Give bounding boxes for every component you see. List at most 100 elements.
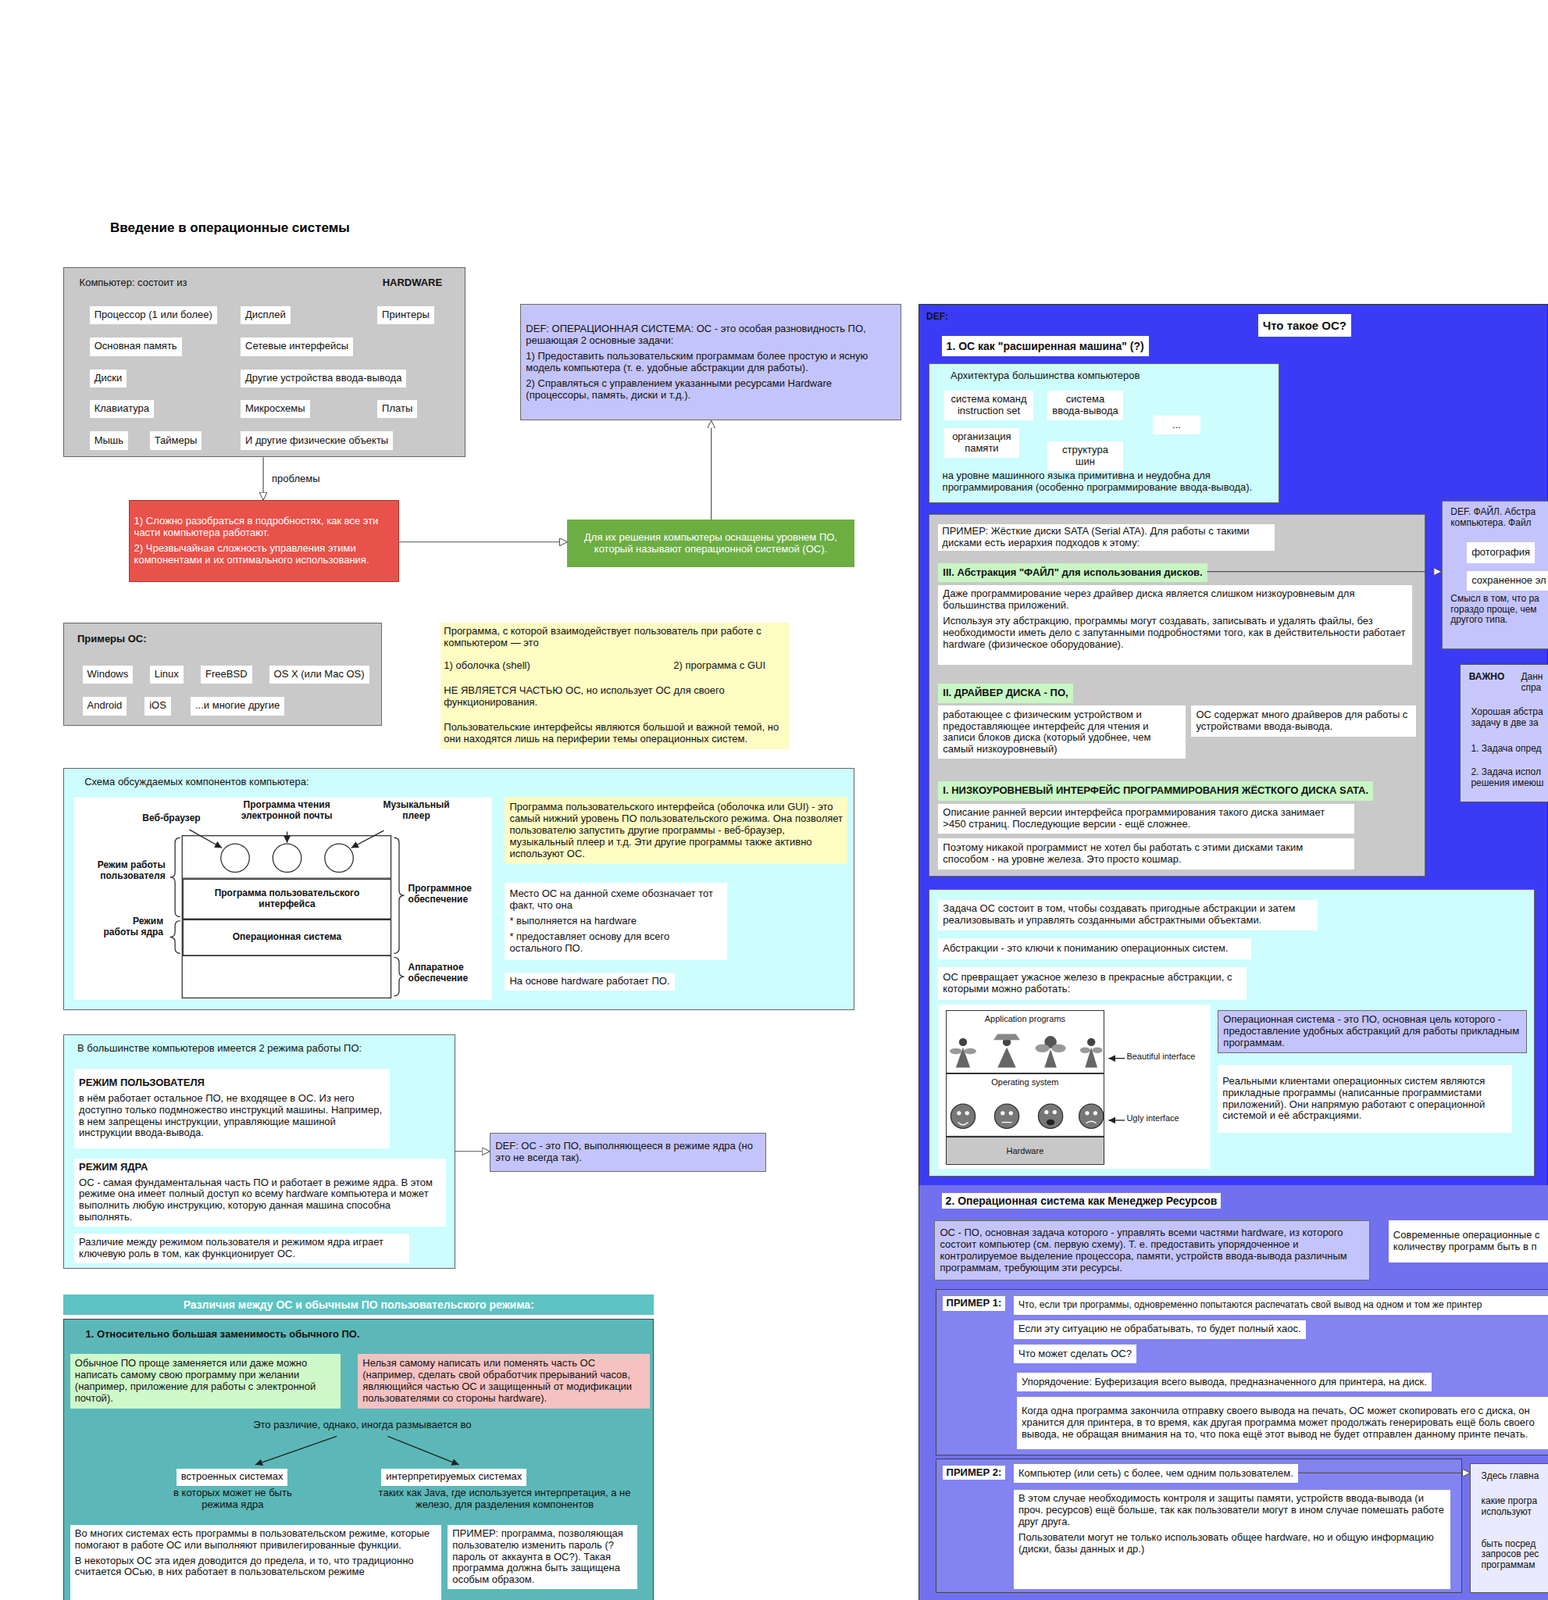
section-box: 1. Относительно большая заменимость обыч… [63,1318,654,1600]
annotation-label: Режим работы ядра [97,916,164,939]
text-box: встроенных системах [176,1468,289,1486]
layer-band: Hardware [945,1136,1106,1166]
text-box: ...и многие другие [190,696,285,716]
node-text: DEF: ОПЕРАЦИОННАЯ СИСТЕМА: ОС - это особ… [525,323,896,347]
text-box: Другие устройства ввода-вывода [240,369,407,389]
figure-part [949,1047,963,1054]
text-box: OS X (или Mac OS) [269,665,370,685]
node-text: Упорядочение: Буферизация всего вывода, … [1021,1376,1427,1388]
node-text: I. НИЗКОУРОВНЕВЫЙ ИНТЕРФЕЙС ПРОГРАММИРОВ… [942,784,1369,797]
node-text: Место ОС на данной схеме обозначает тот … [509,888,723,912]
figure-part [1078,1103,1103,1128]
group-box: ПРИМЕР: Жёсткие диски SATA (Serial ATA).… [928,513,1426,877]
node-text: 1. Задача опред [1470,743,1548,755]
text-box: Принтеры [377,306,435,325]
node-text: Linux [154,668,179,681]
text-box: Микросхемы [240,399,311,419]
node-text: Таймеры [154,435,198,447]
figure-part [181,954,391,956]
node-text: 2. Операционная система как Менеджер Рес… [941,1192,1222,1209]
node-text: 1) оболочка (shell) [443,659,648,672]
node-text: DEF. ФАЙЛ. Абстра компьютера. Файл [1450,506,1548,529]
node-text: HARDWARE [382,277,443,289]
figure-part [997,1046,1016,1067]
figure-part [1087,1037,1096,1046]
figure-part [221,843,250,872]
node-text: И другие физические объекты [245,435,389,447]
node-text: система команд instruction set [948,393,1029,418]
node-text: Хорошая абстра задачу в две за [1470,706,1548,729]
node-text: система ввода-вывода [1052,393,1119,418]
note-box: Обычное ПО проще заменяется или даже мож… [70,1353,341,1408]
connector [399,541,568,543]
step-label: I. НИЗКОУРОВНЕВЫЙ ИНТЕРФЕЙС ПРОГРАММИРОВ… [938,781,1374,801]
text-box: Даже программирование через драйвер диск… [938,584,1412,665]
definition-box: ОС - ПО, основная задача которого - упра… [934,1219,1370,1281]
node-text: В большинстве компьютеров имеется 2 режи… [77,1042,450,1055]
node-text: сохраненное эл [1471,574,1546,587]
text-box: Сетевые интерфейсы [240,337,354,357]
figure-part [1045,1118,1054,1125]
node-text: Сетевые интерфейсы [245,340,349,353]
figure-part [945,1072,1104,1136]
text-box: На основе hardware работает ПО. [504,972,675,992]
annotation-label: в которых может не быть режима ядра [168,1487,298,1511]
node-text: iOS [149,699,167,712]
text-box: организация памяти [944,428,1019,458]
node-text: Смысл в том, что ра гораздо проще, чем д… [1450,593,1548,626]
node-text: Программа пользовательского интерфейса [188,888,387,910]
figure-part [393,956,404,996]
text-box: Упорядочение: Буферизация всего вывода, … [1016,1372,1432,1392]
node-text: ОС - самая фундаментальная часть ПО и ра… [78,1177,442,1224]
node-text: Здесь главна [1480,1470,1548,1482]
node-text: Обычное ПО проще заменяется или даже мож… [74,1357,336,1405]
text-box: Компьютер (или сеть) с более, чем одним … [1013,1463,1299,1483]
node-text: Описание ранней версии интерфейса програ… [942,806,1350,831]
text-box: 1. ОС как "расширенная машина" (?) [941,335,1149,357]
node-text: Поэтому никакой программист не хотел бы … [942,841,1350,866]
node-text: Абстракции - это ключи к пониманию опера… [942,942,1247,955]
figure-part [1091,1046,1103,1053]
node-text: 1. ОС как "расширенная машина" (?) [946,339,1145,353]
solution-box: Для их решения компьютеры оснащены уровн… [567,519,854,568]
figure-part [938,1004,1210,1170]
connector [1207,570,1442,572]
figure-part [945,1009,1104,1073]
node-text: Пользователи могут не только использоват… [1018,1531,1446,1556]
node-text: Дисплей [245,309,286,322]
edge-label: проблемы [269,472,322,485]
header-band: Различия между ОС и обычным ПО пользоват… [63,1294,654,1315]
node-text: Задача ОС состоит в том, чтобы создавать… [942,902,1313,927]
layer-band: Operating system [945,1073,1106,1137]
text-box: Задача ОС состоит в том, чтобы создавать… [938,899,1318,931]
node-text: РЕЖИМ ЯДРА [78,1161,442,1174]
text-box: В этом случае необходимость контроля и з… [1013,1489,1451,1589]
node-text: Программа, с которой взаимодействует пол… [443,625,786,650]
node-text: ВАЖНО [1469,671,1506,683]
figure-part [1008,1110,1013,1115]
node-text: Диски [94,372,123,385]
node-text: ОС превращает ужасное железо в прекрасны… [942,971,1242,996]
section-box: Задача ОС состоит в том, чтобы создавать… [928,888,1535,1177]
figure-part [1051,1043,1066,1052]
node-text: Используя эту абстракцию, программы могу… [942,615,1407,651]
node-text: Данн спра [1520,671,1548,694]
node-text: работающее с физическим устройством и пр… [942,709,1181,757]
text-box: Поэтому никакой программист не хотел бы … [938,838,1355,869]
node-text: Архитектура большинства компьютеров [950,370,1257,382]
figure-part [1034,1043,1049,1052]
layer-band: Операционная система [182,919,393,956]
text-box: Windows [82,665,134,685]
text-box: структура шин [1047,441,1124,471]
figure-part [964,1110,969,1115]
node-text: быть посред запросов рес программам [1480,1538,1548,1571]
node-text: Мышь [94,435,124,447]
figure-part [1108,1057,1125,1059]
node-text: FreeBSD [205,668,247,681]
figure-part [993,1033,1021,1040]
node-text: Что может сделать ОС? [1018,1348,1132,1360]
figure-part [286,831,288,842]
node-text: Примеры ОС: [77,633,147,646]
node-text: Что, если три программы, одновременно по… [1018,1299,1545,1311]
